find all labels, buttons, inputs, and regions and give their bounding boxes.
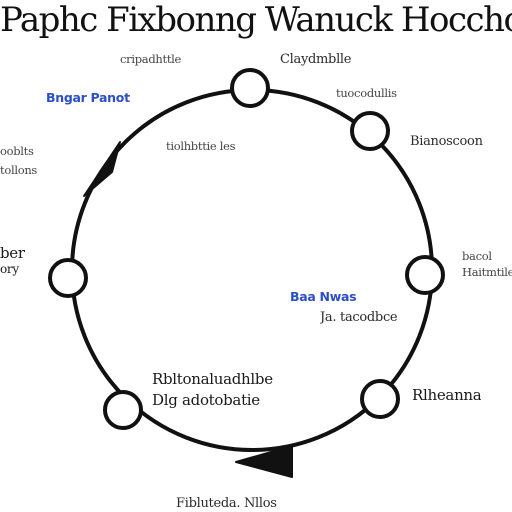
label-left-mid: ber ory (0, 244, 25, 276)
node-lower-left (103, 390, 143, 430)
label-top-center: Claydmblle (280, 52, 352, 67)
label-far-right: bacol Haitmtile (462, 249, 512, 279)
node-lower-right (360, 379, 400, 419)
node-upper-right (350, 111, 390, 151)
label-left-upper: ooblts tollons (0, 144, 37, 177)
label-right-mid: Bianoscoon (410, 134, 483, 149)
diagram-title: Paphc Fixbonng Wanuck Hocchon (0, 0, 512, 40)
node-right (405, 255, 445, 295)
label-left-mid-line1: ber (0, 244, 25, 262)
label-upper-right: tuocodullis (336, 86, 397, 100)
label-bottom-center: Rbltonaluadhlbe Dlg adotobatie (152, 370, 273, 409)
label-top-left: cripadhttle (120, 52, 182, 66)
label-center-right-blue: Baa Nwas (290, 289, 357, 304)
label-lower-right: Rlheanna (412, 386, 482, 404)
label-bottom-center-line1: Rbltonaluadhlbe (152, 370, 273, 388)
label-inner-top: tiolhbttie les (166, 139, 236, 153)
cycle-nodes (48, 68, 445, 430)
label-far-right-line1: bacol (462, 249, 492, 263)
label-bottom-center-line2: Dlg adotobatie (152, 391, 260, 409)
label-center-right-small: Ja. tacodbce (320, 310, 398, 325)
node-top (230, 68, 270, 108)
label-left-upper-line2: tollons (0, 163, 38, 177)
label-left-blue: Bngar Panot (46, 90, 130, 105)
label-far-right-line2: Haitmtile (462, 265, 512, 279)
label-left-mid-line2: ory (0, 262, 19, 276)
arrowhead-bottom (235, 445, 293, 478)
arrowhead-upper-left (83, 141, 121, 197)
node-left (48, 258, 88, 298)
label-bottom-edge: Fibluteda. Nllos (176, 496, 277, 511)
label-left-upper-line1: ooblts (0, 144, 34, 158)
